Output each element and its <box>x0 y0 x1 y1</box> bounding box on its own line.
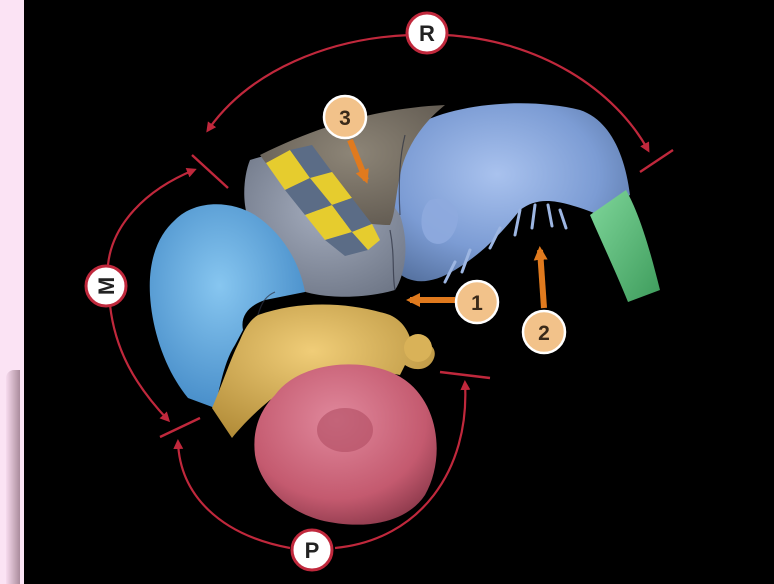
p-label: P <box>305 538 320 563</box>
callout-2-label: 2 <box>538 322 550 345</box>
gold-knob <box>404 334 432 362</box>
callout-3: 3 <box>324 96 366 138</box>
p-label-badge: P <box>292 530 332 570</box>
callout-1-label: 1 <box>471 292 483 315</box>
r-label: R <box>419 21 435 46</box>
m-label-badge: M <box>86 266 126 306</box>
callout-3-label: 3 <box>339 107 351 130</box>
blue-hindbrain-region <box>388 103 630 281</box>
m-label: M <box>94 277 119 295</box>
red-region-dimple <box>317 408 373 452</box>
callout-1: 1 <box>456 281 498 323</box>
callout-2: 2 <box>523 311 565 353</box>
r-label-badge: R <box>407 13 447 53</box>
